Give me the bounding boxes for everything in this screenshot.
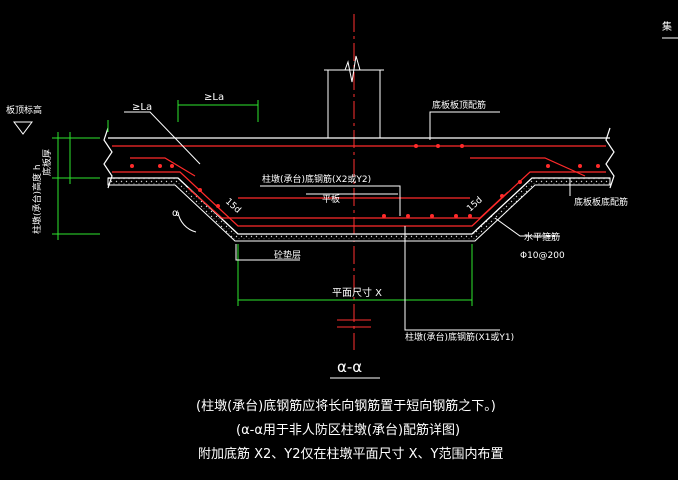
label-cushion-layer: 砼垫层 [274,249,301,261]
right-anchor-bar [470,157,586,177]
section-title: α-α [337,358,362,376]
label-cap-bottom-bars-x1y1: 柱墩(承台)底钢筋(X1或Y1) [405,331,514,343]
label-slab-bottom-bars: 底板板底配筋 [574,196,628,208]
left-anchor-bar [130,157,196,177]
label-slab-top-elev: 板顶标高 [6,104,42,116]
centerline [337,14,371,350]
note-1: (柱墩(承台)底钢筋应将长向钢筋置于短向钢筋之下。) [196,398,496,414]
label-level-mark: 平板 [322,193,340,205]
rebar-layer [112,145,606,227]
cushion-layer [107,177,611,242]
column-stub [324,55,384,138]
note-2: (α-α用于非人防区柱墩(承台)配筋详图) [236,422,460,438]
dimensions [52,100,473,306]
label-horizontal-stirrup: 水平箍筋 [524,231,560,243]
label-la-top: ≥La [204,92,224,103]
label-la-left: ≥La [132,102,152,113]
corner-glyph: 集 [662,20,672,33]
bottom-bar-line [112,171,606,227]
cap-bottom-bar-line [187,187,509,219]
label-horizontal-stirrup-spec: Φ10@200 [520,251,565,261]
label-slab-thickness: 底板厚 [41,149,53,176]
note-3: 附加底筋 X2、Y2仅在柱墩平面尺寸 X、Y范围内布置 [198,446,504,462]
label-cap-bottom-bars-x2y2: 柱墩(承台)底钢筋(X2或Y2) [262,173,371,185]
label-bend-left: 15d [223,197,242,216]
elevation-marker [13,121,33,135]
label-plan-size: 平面尺寸 X [332,286,382,299]
label-cap-height: 柱墩(承台)高度 h [31,164,43,234]
rebar-dots [130,144,600,218]
label-slab-top-bars: 底板板顶配筋 [432,99,486,111]
label-angle: α [172,208,179,219]
leaders [124,111,571,331]
concrete-outline [103,127,615,235]
